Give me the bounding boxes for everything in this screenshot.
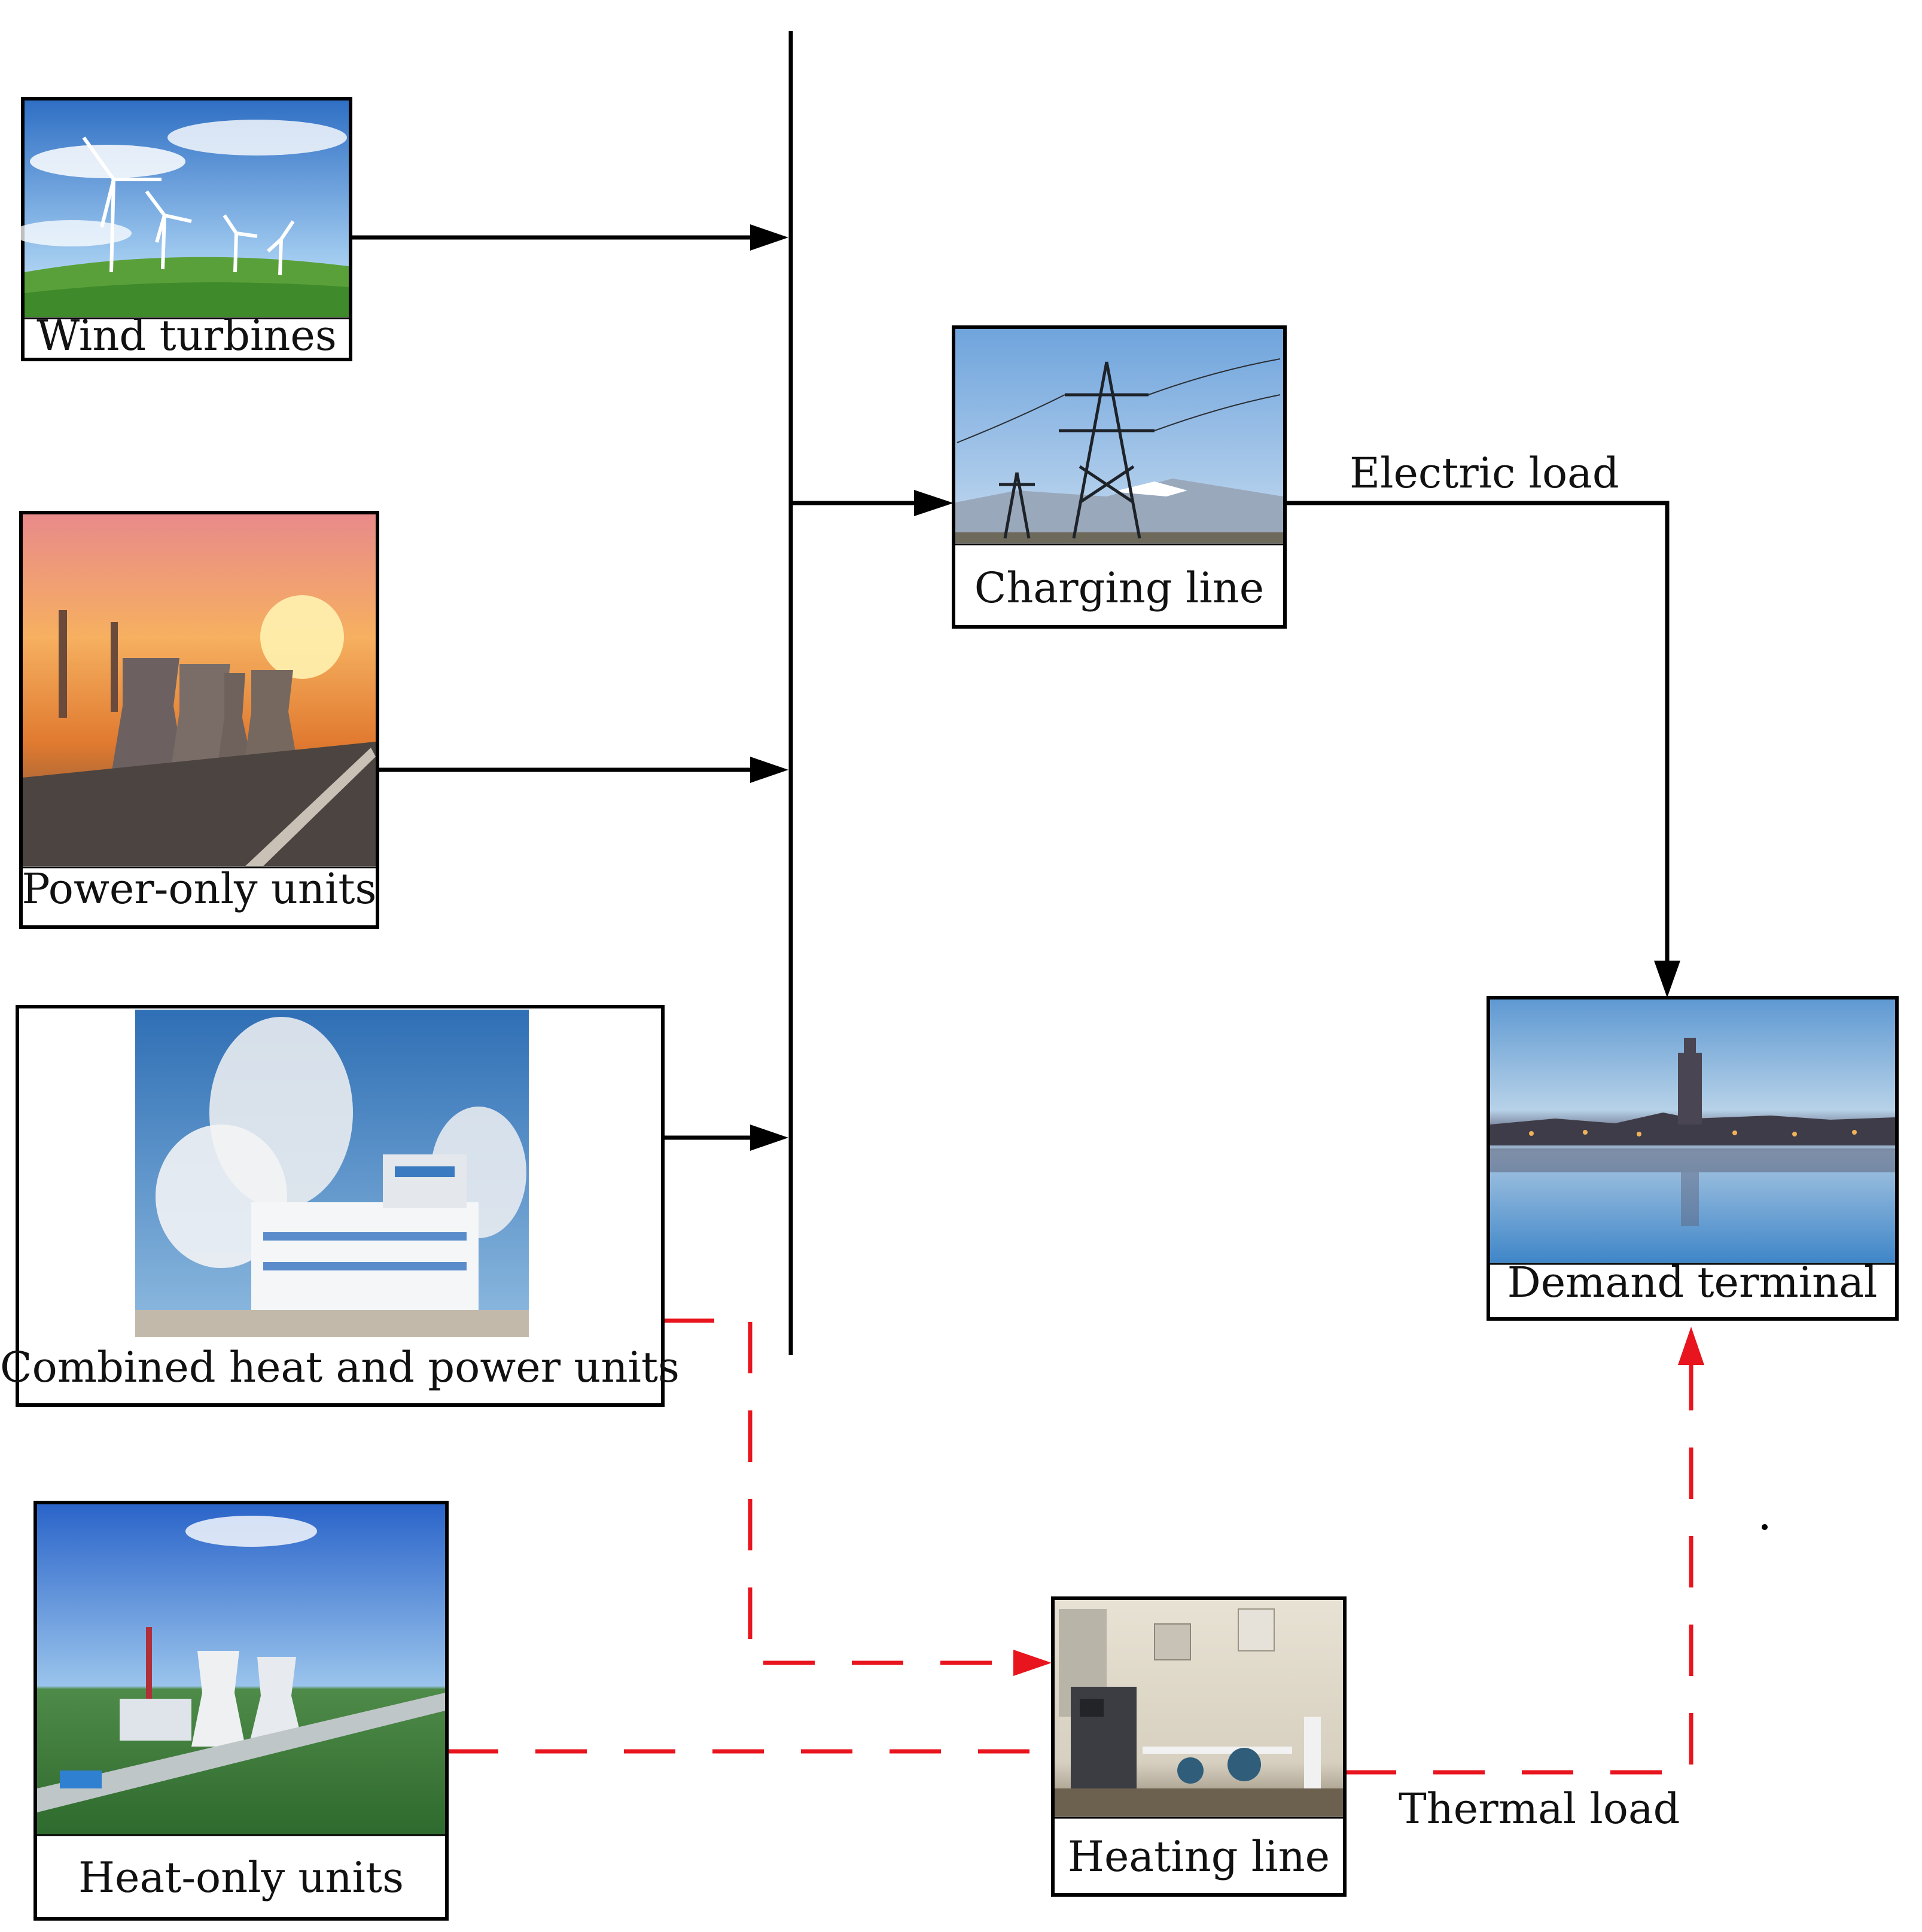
power-arrowhead xyxy=(750,757,788,783)
demand-terminal-label: Demand terminal xyxy=(1507,1258,1878,1307)
heating-room-photo xyxy=(1055,1600,1343,1817)
demand-arrowhead xyxy=(1654,961,1680,998)
wind-turbines-box: Wind turbines xyxy=(12,97,352,361)
city-skyline-photo xyxy=(1490,999,1895,1263)
thermal-load-arrow xyxy=(1345,1364,1693,1775)
wind-arrowhead xyxy=(750,224,788,251)
heat-only-units-label: Heat-only units xyxy=(78,1853,404,1902)
power-only-units-label: Power-only units xyxy=(22,864,377,913)
charging-line-label: Charging line xyxy=(974,563,1264,612)
pylon-photo xyxy=(955,329,1283,543)
power-plant-photo xyxy=(23,514,376,866)
wind-turbines-label: Wind turbines xyxy=(36,311,337,360)
charging-line-box: Charging line xyxy=(952,325,1287,629)
heating-line-box: Heating line xyxy=(1051,1596,1347,1897)
heat-plant-photo xyxy=(37,1504,445,1835)
power-only-units-box: Power-only units xyxy=(19,511,379,929)
electric-load-arrow xyxy=(1285,501,1670,963)
demand-arrowhead-thermal xyxy=(1678,1327,1704,1365)
electric-load-label: Electric load xyxy=(1350,449,1619,498)
chp-units-box: Combined heat and power units xyxy=(0,1005,680,1407)
charging-arrowhead xyxy=(914,490,954,516)
chp-units-label: Combined heat and power units xyxy=(0,1343,680,1392)
chp-arrowhead xyxy=(750,1125,788,1151)
chp-to-heating-arrow xyxy=(663,1318,1017,1665)
stray-dot xyxy=(1762,1524,1768,1530)
wind-turbines-photo xyxy=(12,100,349,317)
heat-only-units-box: Heat-only units xyxy=(33,1501,449,1921)
demand-terminal-box: Demand terminal xyxy=(1487,996,1899,1321)
thermal-load-label: Thermal load xyxy=(1399,1784,1680,1833)
chp-plant-photo xyxy=(135,1010,529,1337)
heating-line-label: Heating line xyxy=(1068,1832,1330,1881)
heating-arrowhead-chp xyxy=(1013,1650,1052,1676)
